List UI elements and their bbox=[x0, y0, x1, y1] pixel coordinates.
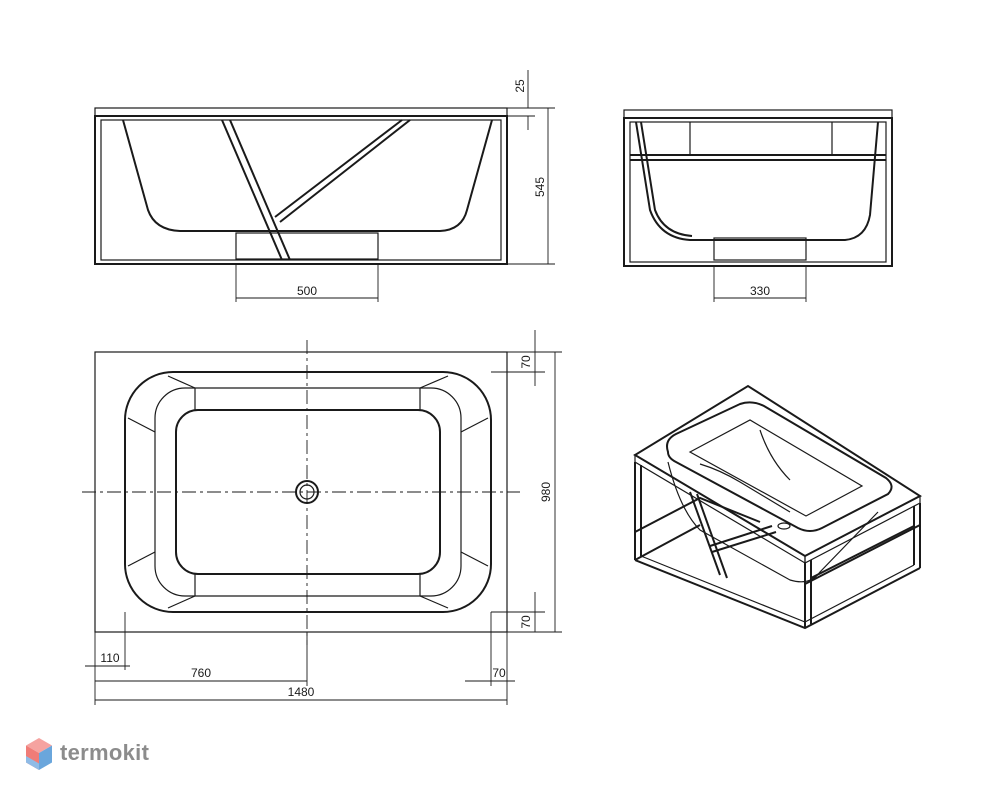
drain-icon bbox=[295, 480, 319, 504]
dim-bottom-margin: 70 bbox=[519, 615, 533, 629]
brand-name: termokit bbox=[60, 740, 150, 765]
iso-drain-icon bbox=[777, 522, 791, 530]
termokit-cube-logo-icon bbox=[26, 738, 52, 770]
dim-side-drain-width: 330 bbox=[750, 284, 770, 298]
side-dimension-lines bbox=[713, 266, 807, 302]
dim-depth: 980 bbox=[539, 482, 553, 502]
front-dimension-lines bbox=[235, 70, 555, 302]
dim-left-margin: 110 bbox=[100, 651, 119, 665]
dim-top-margin: 70 bbox=[519, 355, 533, 369]
side-elevation-view bbox=[623, 109, 893, 267]
front-elevation-view bbox=[94, 107, 508, 265]
dim-top-thickness: 25 bbox=[513, 79, 527, 93]
dim-right-margin: 70 bbox=[492, 666, 506, 680]
dim-length: 1480 bbox=[288, 685, 315, 699]
dim-front-drain-width: 500 bbox=[297, 284, 317, 298]
plan-view bbox=[82, 340, 520, 645]
dim-height: 545 bbox=[533, 177, 547, 197]
dim-drain-offset: 760 bbox=[191, 666, 211, 680]
isometric-view bbox=[633, 384, 922, 630]
plan-dimension-lines bbox=[85, 330, 562, 705]
